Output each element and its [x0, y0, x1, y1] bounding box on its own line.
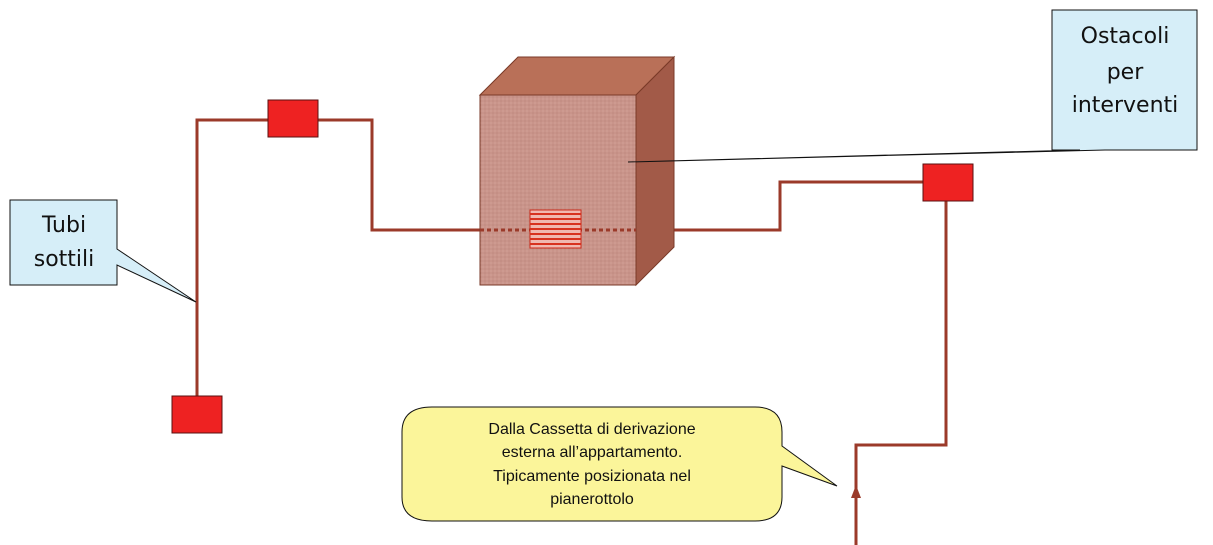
- callout-tubi: Tubi sottili: [9, 199, 197, 303]
- callout-cassetta: Dalla Cassetta di derivazione esterna al…: [401, 406, 838, 522]
- callout-cassetta-line-3: Tipicamente posizionata nel: [493, 468, 691, 485]
- pipe-network: [195, 118, 948, 545]
- callout-ostacoli-line-2: per: [1107, 60, 1145, 85]
- callout-ostacoli: Ostacoli per interventi: [627, 9, 1198, 163]
- pipe-right-vertical: [854, 200, 948, 488]
- callout-cassetta-line-2: esterna all’appartamento.: [502, 444, 683, 461]
- junction-box-top-left: [267, 99, 319, 138]
- junction-box-bottom-left: [171, 395, 223, 434]
- callout-ostacoli-line-1: Ostacoli: [1081, 24, 1170, 49]
- obstacle-box: [478, 55, 676, 287]
- callout-ostacoli-line-3: interventi: [1072, 93, 1179, 118]
- obstacle-side-face: [635, 55, 675, 287]
- pipe-right-to-box: [635, 180, 923, 232]
- obstacle-front-face: [479, 94, 637, 286]
- callout-cassetta-shape: [401, 406, 838, 522]
- callout-ostacoli-shape: [627, 9, 1198, 163]
- callout-tubi-shape: [9, 199, 197, 303]
- pipe-left-vertical: [195, 118, 268, 398]
- callout-tubi-line-1: Tubi: [41, 213, 86, 238]
- junction-box-right: [922, 163, 974, 202]
- pipe-left-to-obstacle: [318, 118, 480, 232]
- vent-grille-icon: [529, 209, 582, 249]
- callout-tubi-line-2: sottili: [34, 247, 95, 272]
- callout-cassetta-line-1: Dalla Cassetta di derivazione: [488, 421, 695, 438]
- arrow-up-icon: [851, 485, 861, 498]
- callout-cassetta-line-4: pianerottolo: [550, 491, 634, 508]
